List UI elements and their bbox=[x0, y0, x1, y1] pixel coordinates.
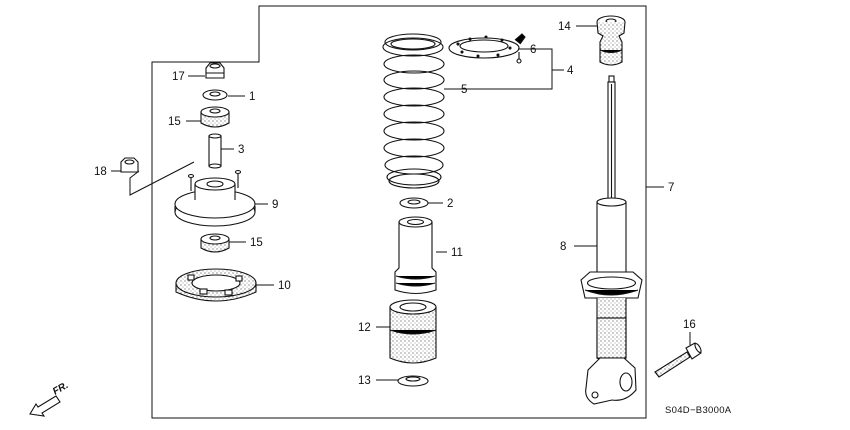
front-direction-arrow-icon bbox=[29, 395, 61, 417]
callout-15-upper: 15 bbox=[168, 116, 181, 128]
callout-5: 5 bbox=[461, 84, 467, 96]
callout-16: 16 bbox=[683, 319, 696, 331]
callout-18: 17 bbox=[172, 71, 185, 83]
callout-9: 9 bbox=[272, 199, 278, 211]
collar-part bbox=[208, 133, 222, 169]
bump-stop-rubber-part bbox=[389, 299, 437, 364]
callout-6: 6 bbox=[530, 44, 536, 56]
washer-part bbox=[202, 89, 228, 101]
diagram-code: S04D−B3000A bbox=[665, 405, 732, 416]
callout-17: 18 bbox=[94, 166, 107, 178]
leader-4-bracket bbox=[457, 48, 553, 90]
callout-3: 3 bbox=[238, 144, 244, 156]
callout-4: 4 bbox=[567, 65, 574, 77]
spring-mounting-rubber-part bbox=[175, 268, 257, 302]
dust-cover-part bbox=[394, 216, 437, 295]
callout-10: 10 bbox=[278, 280, 291, 292]
callout-12: 12 bbox=[358, 322, 371, 334]
mount-rubber-upper-part bbox=[200, 106, 230, 128]
callout-14: 14 bbox=[558, 21, 571, 33]
flange-nut-part bbox=[120, 157, 139, 173]
callout-7: 7 bbox=[668, 182, 674, 194]
self-locking-nut-part bbox=[205, 62, 225, 79]
front-direction-label: FR. bbox=[51, 380, 70, 398]
diagram-border bbox=[151, 5, 647, 419]
bump-rubber-part bbox=[596, 15, 626, 66]
shock-absorber-mount-base-part bbox=[174, 169, 256, 227]
shock-absorber-part bbox=[580, 75, 643, 405]
spring-seat-washer-part bbox=[397, 375, 429, 387]
rear-spring-part bbox=[382, 33, 445, 189]
leader-17 bbox=[129, 161, 195, 196]
callout-13: 13 bbox=[358, 375, 371, 387]
mount-rubber-lower-part bbox=[200, 233, 230, 253]
spring-seat-part bbox=[448, 33, 526, 64]
flange-bolt-part bbox=[654, 342, 702, 378]
callout-11: 11 bbox=[451, 247, 463, 259]
callout-8: 8 bbox=[560, 241, 566, 253]
callout-1: 1 bbox=[249, 91, 255, 103]
callout-15-lower: 15 bbox=[250, 237, 263, 249]
callout-2: 2 bbox=[447, 198, 453, 210]
bump-stop-washer-part bbox=[399, 197, 429, 209]
